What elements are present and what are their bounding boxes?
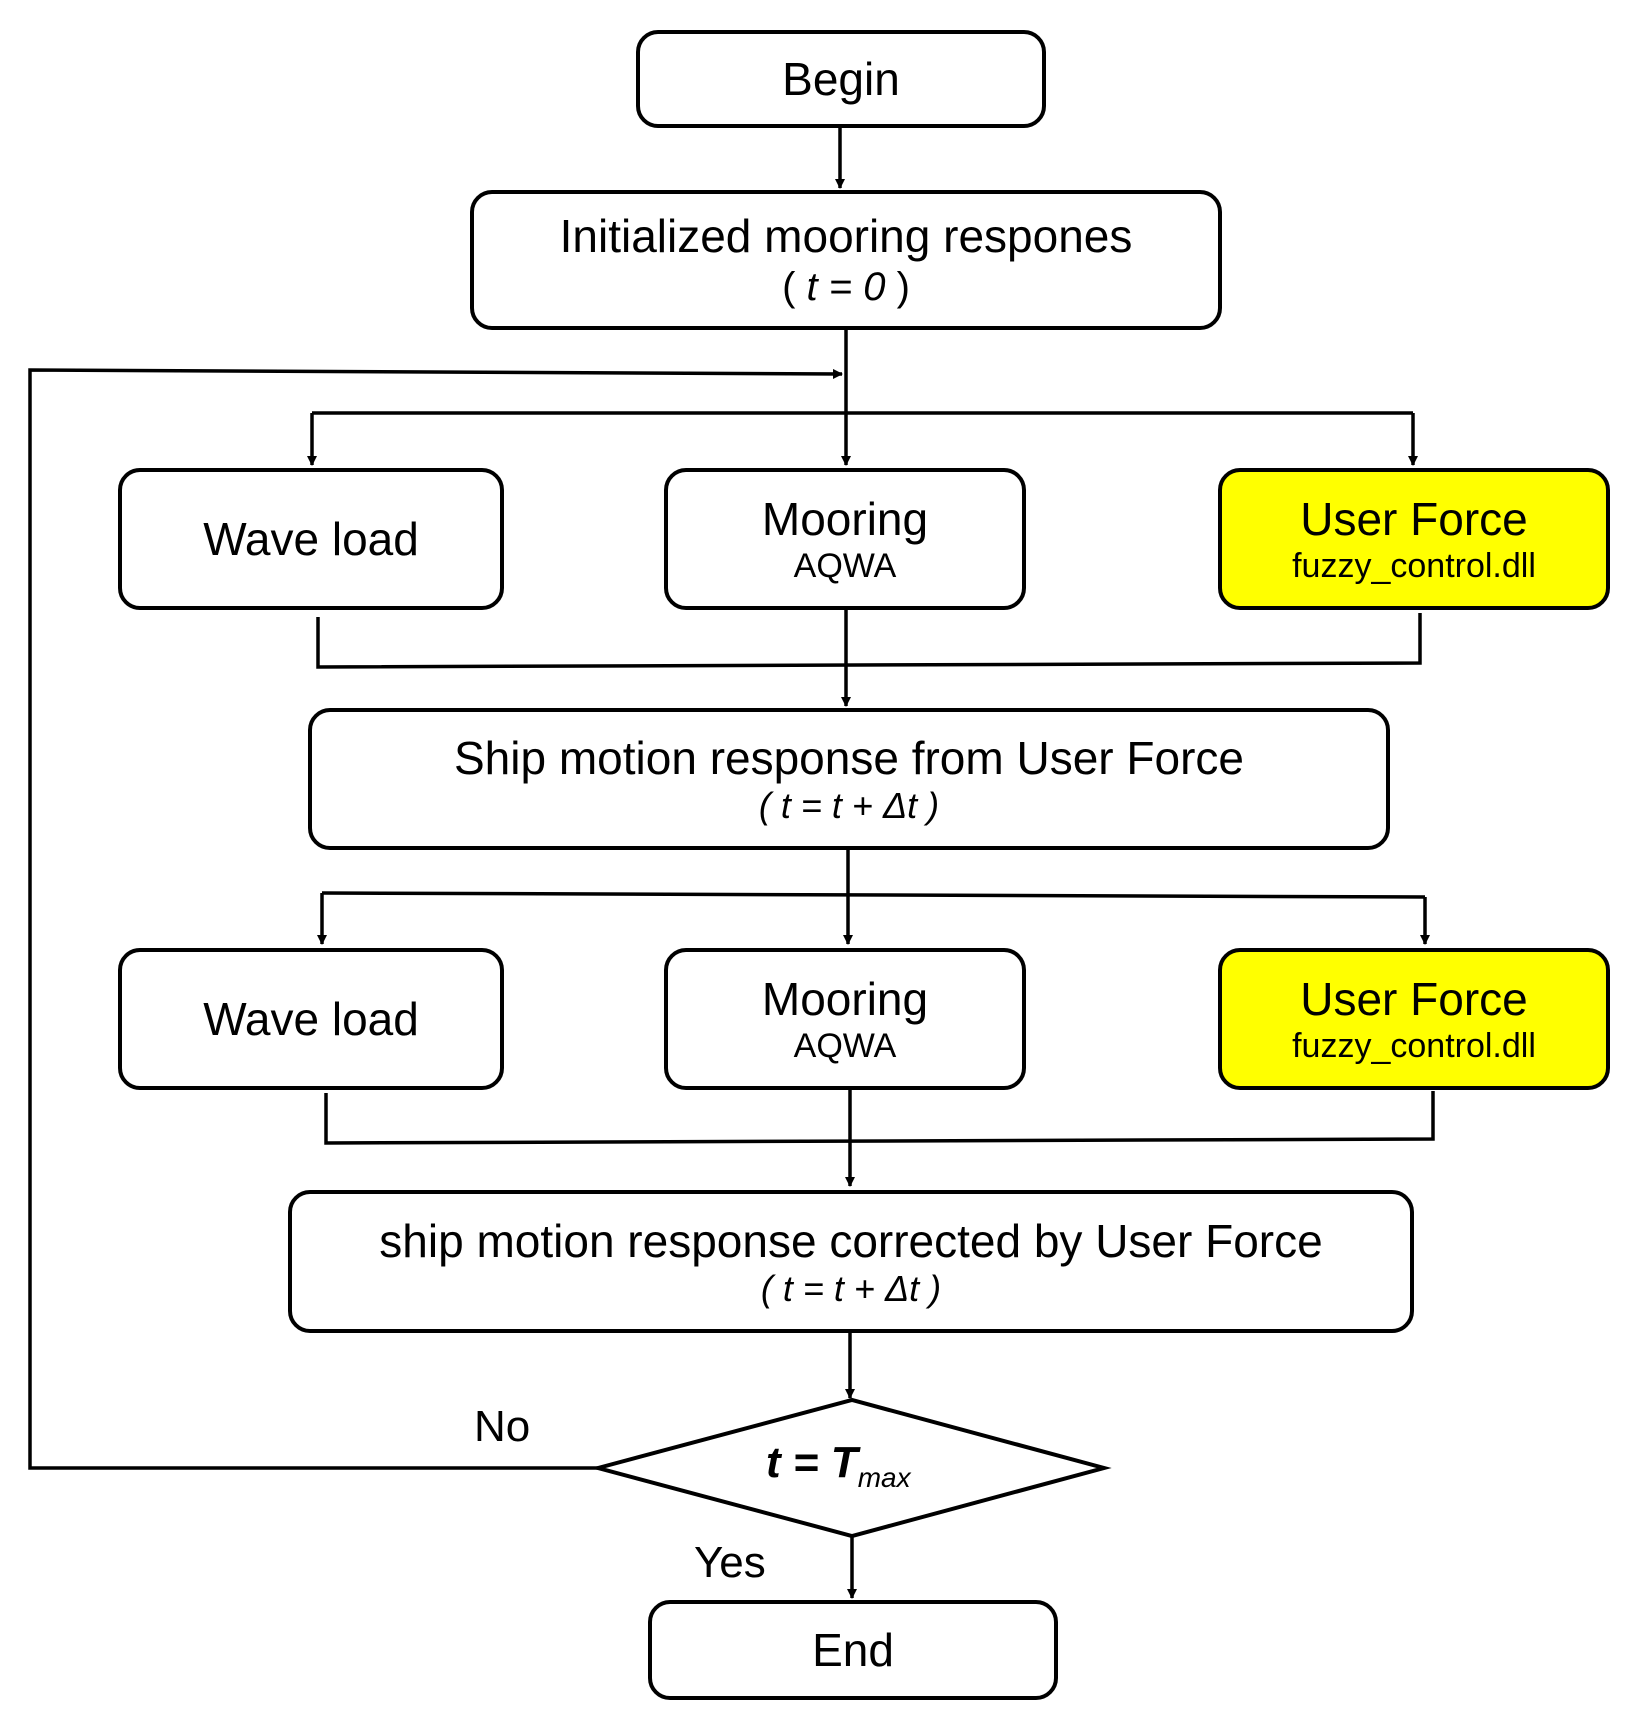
init-formula: ( t = 0 ) xyxy=(782,263,910,311)
mooring-box-2: Mooring AQWA xyxy=(664,948,1026,1090)
row2-split xyxy=(321,891,1426,899)
user-force-box-1: User Force fuzzy_control.dll xyxy=(1218,468,1610,610)
mooring-sub: AQWA xyxy=(793,547,897,585)
ship-motion-formula-2: ( t = t + Δt ) xyxy=(760,1267,942,1309)
user-force-box-2: User Force fuzzy_control.dll xyxy=(1218,948,1610,1090)
ship-motion-formula-1: ( t = t + Δt ) xyxy=(758,785,940,826)
ship-motion-box-2: ship motion response corrected by User F… xyxy=(288,1190,1414,1333)
mooring-box-1: Mooring AQWA xyxy=(664,468,1026,610)
wave-load-label: Wave load xyxy=(203,993,419,1045)
user-force-label: User Force xyxy=(1300,493,1528,545)
decision-condition: t = Tmax xyxy=(766,1438,946,1494)
user-force-sub: fuzzy_control.dll xyxy=(1292,1027,1536,1065)
init-formula-var: t xyxy=(806,265,818,309)
decision-lhs: t = T xyxy=(766,1438,858,1487)
init-title: Initialized mooring respones xyxy=(559,210,1133,262)
init-formula-close: ) xyxy=(885,265,910,309)
ship-motion-title-2: ship motion response corrected by User F… xyxy=(379,1214,1323,1267)
wave-load-box-2: Wave load xyxy=(118,948,504,1090)
user-force-label: User Force xyxy=(1300,973,1528,1025)
wave-load-box-1: Wave load xyxy=(118,468,504,610)
loop-back-no xyxy=(28,368,843,1470)
row2-merge xyxy=(324,1091,1435,1145)
mooring-label: Mooring xyxy=(761,973,929,1025)
wave-load-label: Wave load xyxy=(203,513,419,565)
ship-motion-box-1: Ship motion response from User Force ( t… xyxy=(308,708,1390,850)
init-formula-open: ( xyxy=(782,265,807,309)
row1-merge xyxy=(316,613,1422,669)
decision-sub: max xyxy=(857,1462,911,1493)
mooring-sub: AQWA xyxy=(793,1027,897,1065)
yes-label: Yes xyxy=(694,1538,766,1587)
begin-box: Begin xyxy=(636,30,1046,128)
user-force-sub: fuzzy_control.dll xyxy=(1292,547,1536,585)
end-box: End xyxy=(648,1600,1058,1700)
no-label: No xyxy=(474,1402,531,1451)
begin-label: Begin xyxy=(782,53,900,105)
decision-diamond xyxy=(590,1397,1112,1539)
end-label: End xyxy=(812,1624,894,1676)
init-formula-eq: = 0 xyxy=(817,265,886,309)
mooring-label: Mooring xyxy=(761,493,929,545)
init-box: Initialized mooring respones ( t = 0 ) xyxy=(470,190,1222,330)
ship-motion-title-1: Ship motion response from User Force xyxy=(454,732,1244,784)
